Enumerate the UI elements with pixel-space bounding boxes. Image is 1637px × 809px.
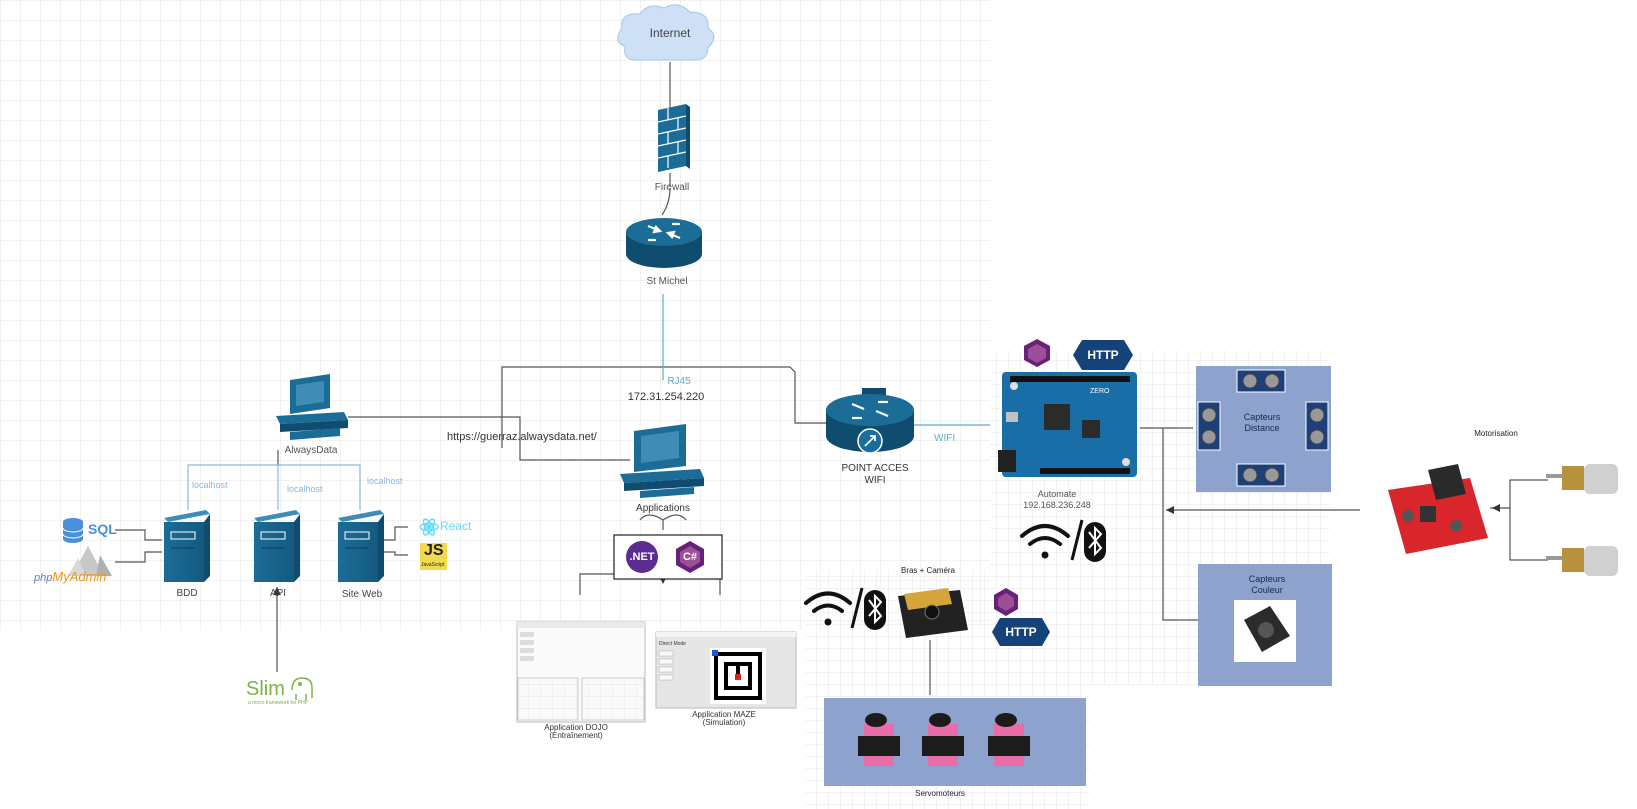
bdd-server-icon: [164, 510, 210, 582]
bluetooth-icon: [1084, 522, 1106, 562]
firewall-label: Firewall: [654, 182, 690, 193]
http-badge-text: HTTP: [1005, 625, 1037, 639]
access-point-label: POINT ACCES: [841, 463, 909, 474]
applications-computer-icon: [620, 424, 704, 498]
http-badge-icon: [1073, 340, 1133, 370]
capteurs-couleur-label-2: Couleur: [1251, 585, 1283, 595]
app-maze-sub-label: (Simulation): [702, 718, 746, 727]
phpmyadmin-sail-icon: [68, 546, 112, 576]
access-point-label-2: WIFI: [864, 475, 886, 486]
grid-background: [0, 0, 990, 630]
slim-logo-subtext: a micro framework for PHP: [248, 700, 309, 706]
internet-label: Internet: [649, 26, 691, 40]
app-maze-label: Application MAZE: [692, 710, 756, 719]
arduino-board-icon: [998, 372, 1137, 477]
http-badge-text: HTTP: [1087, 348, 1119, 362]
capteurs-distance-label: Capteurs: [1243, 412, 1281, 422]
ip-main-label: 172.31.254.220: [627, 391, 705, 403]
ultrasonic-sensor-icon: [1197, 369, 1329, 487]
javascript-logo-icon: [420, 543, 447, 570]
maze-mode-text: Direct Mode: [659, 641, 686, 647]
wifi-icon: [804, 591, 852, 626]
localhost-label: localhost: [287, 484, 323, 494]
dojo-app-screenshot: [516, 621, 646, 723]
localhost-label: localhost: [367, 476, 403, 486]
router-icon: [626, 218, 702, 268]
react-logo-icon: [419, 518, 439, 536]
capteurs-distance-label-2: Distance: [1244, 423, 1280, 433]
wifi-icon: [1020, 524, 1070, 559]
servo-motor-icon: [922, 713, 964, 766]
localhost-links: [187, 464, 361, 510]
dc-motor-icon: [1546, 546, 1618, 576]
servomoteurs-label: Servomoteurs: [915, 789, 965, 798]
alwaysdata-computer-icon: [276, 374, 348, 440]
http-badge-icon: [992, 618, 1050, 646]
esp32-cam-icon: [898, 588, 968, 638]
api-server-icon: [254, 510, 300, 582]
bras-camera-label: Bras + Caméra: [900, 566, 956, 575]
csharp-logo-text: C#: [682, 551, 698, 563]
rj45-label: RJ45: [667, 376, 691, 387]
php-text: php: [34, 572, 53, 584]
maze-app-screenshot: [655, 631, 797, 709]
database-icon: [62, 518, 84, 543]
csharp-logo-icon: [1024, 339, 1050, 367]
js-logo-subtext: JavaScript: [421, 562, 445, 568]
dotnet-logo-icon: [626, 541, 658, 573]
slim-elephant-icon: [291, 677, 313, 700]
siteweb-server-icon: [338, 510, 384, 582]
motor-driver-icon: [1388, 464, 1488, 554]
capteurs-couleur-label: Capteurs: [1248, 574, 1286, 584]
servo-motor-icon: [988, 713, 1030, 766]
sql-logo-text: SQL: [88, 521, 117, 537]
blue-links: [662, 294, 990, 426]
localhost-label: localhost: [192, 480, 228, 490]
separator-slash: [1070, 519, 1084, 561]
js-logo-text: JS: [424, 542, 444, 559]
bdd-label: BDD: [176, 588, 198, 599]
app-dojo-sub-label: (Entraînement): [549, 731, 603, 740]
firewall-icon: [657, 104, 690, 172]
color-sensor-icon: [1234, 600, 1296, 662]
servo-motor-icon: [858, 713, 900, 766]
dc-motor-icon: [1546, 464, 1618, 494]
react-logo-text: React: [440, 519, 472, 533]
separator-slash: [850, 587, 864, 629]
siteweb-label: Site Web: [341, 589, 383, 600]
wifi-link-label: WIFI: [934, 433, 956, 444]
arduino-zero-text: ZERO: [1090, 388, 1110, 395]
internet-cloud: [617, 4, 715, 61]
php-logo-text: phpMyAdmin: [34, 569, 107, 584]
access-point-icon: [826, 388, 914, 454]
applications-label: Applications: [636, 503, 690, 514]
automate-label: Automate: [1037, 489, 1077, 499]
router-label: St Michel: [646, 276, 688, 287]
csharp-logo-icon: [994, 588, 1018, 616]
slim-logo-text: Slim: [246, 678, 285, 700]
myadmin-text: MyAdmin: [52, 569, 107, 584]
motorisation-label: Motorisation: [1474, 429, 1518, 438]
alwaysdata-label: AlwaysData: [284, 445, 338, 456]
url-label: https://guerraz.alwaysdata.net/: [447, 431, 597, 443]
bluetooth-icon: [864, 590, 886, 630]
dotnet-logo-text: .NET: [629, 551, 655, 563]
app-dojo-label: Application DOJO: [544, 723, 608, 732]
automate-ip-label: 192.168.236.248: [1023, 500, 1091, 510]
api-label: API: [269, 588, 287, 599]
